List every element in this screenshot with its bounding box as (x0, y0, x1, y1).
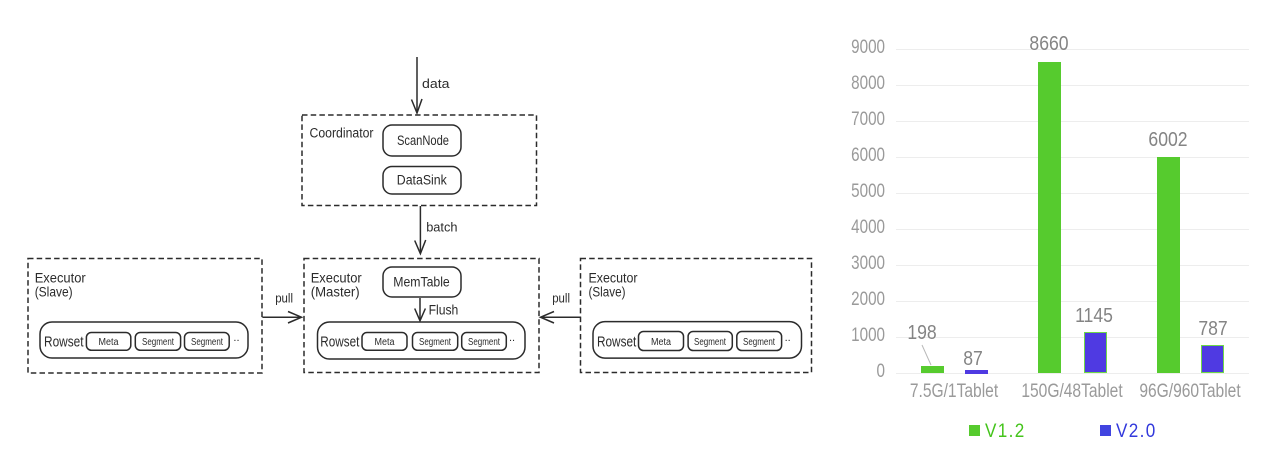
svg-text:Rowset: Rowset (44, 334, 84, 351)
svg-text:Segment: Segment (694, 337, 726, 348)
svg-text:Meta: Meta (375, 337, 395, 348)
svg-text:Coordinator: Coordinator (310, 126, 374, 142)
svg-text:..: .. (785, 332, 791, 344)
svg-text:Segment: Segment (142, 337, 174, 348)
svg-text:(Slave): (Slave) (35, 285, 73, 301)
svg-text:Flush: Flush (429, 303, 459, 319)
svg-text:DataSink: DataSink (397, 173, 448, 189)
svg-text:Meta: Meta (99, 337, 119, 348)
svg-text:(Master): (Master) (311, 285, 360, 301)
svg-text:Meta: Meta (651, 337, 671, 348)
svg-text:batch: batch (426, 220, 457, 235)
svg-text:Executor: Executor (589, 271, 638, 287)
svg-text:data: data (422, 76, 450, 91)
svg-text:pull: pull (275, 291, 293, 306)
svg-text:Rowset: Rowset (320, 334, 360, 351)
svg-text:MemTable: MemTable (393, 275, 450, 291)
svg-text:..: .. (233, 332, 239, 344)
svg-text:Segment: Segment (468, 337, 500, 348)
svg-text:pull: pull (552, 291, 570, 306)
svg-text:(Slave): (Slave) (589, 285, 626, 301)
svg-text:Executor: Executor (311, 271, 362, 287)
svg-text:..: .. (509, 332, 515, 344)
svg-text:Executor: Executor (35, 271, 86, 287)
svg-text:Rowset: Rowset (597, 334, 637, 351)
svg-text:Segment: Segment (419, 337, 451, 348)
svg-text:ScanNode: ScanNode (397, 133, 449, 149)
svg-text:Segment: Segment (743, 337, 775, 348)
svg-text:Segment: Segment (191, 337, 223, 348)
